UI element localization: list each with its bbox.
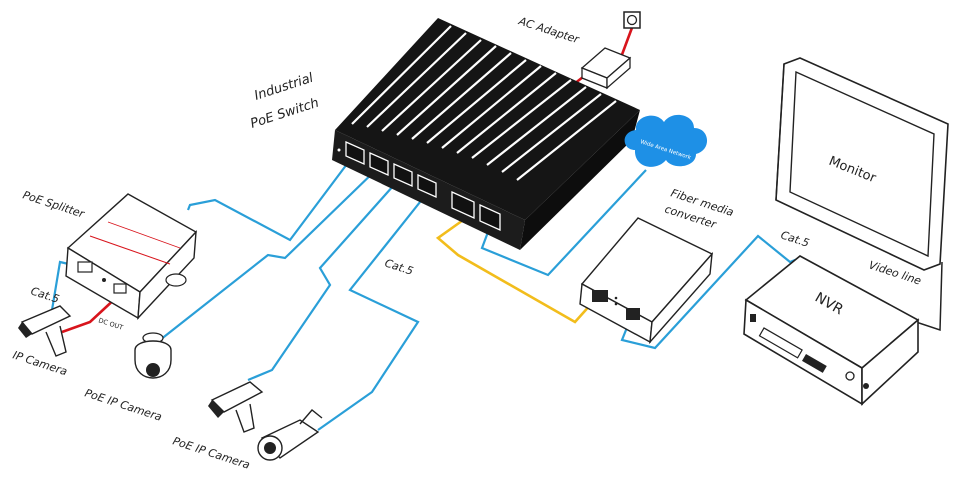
splitter-dc-port [113,283,127,294]
cat5-right-label: Cat.5 [779,228,811,249]
cables [50,24,943,431]
cat5-cable-dome-camera [159,165,381,341]
switch-port-3 [393,162,413,188]
wall-socket-icon [623,11,641,29]
poe-dome-camera-icon [134,332,172,379]
power-cable-dc-out [61,295,119,334]
cat5-cable-splitter [186,151,357,242]
switch-port-2 [369,151,389,177]
dc-out-label: DC OUT [97,316,124,331]
switch-port-6 [479,203,501,232]
fiber-cable [435,216,593,324]
cat5-cable-bullet-camera-1 [247,175,403,382]
cat5-mid-label: Cat.5 [383,256,415,277]
switch-port-4 [417,173,437,199]
ac-adapter-label: AC Adapter [516,14,582,46]
poe-ip-camera-1-label: PoE IP Camera [83,386,164,423]
switch-sfp-port [451,190,475,220]
switch-port-1 [345,140,365,166]
poe-bullet-camera-1-icon [208,381,264,433]
poe-ip-camera-2-label: PoE IP Camera [171,434,252,471]
industrial-poe-switch [332,18,640,250]
ip-camera-icon [18,305,72,357]
video-line-cable [909,261,943,332]
monitor-icon [775,57,949,271]
converter-fiber-port [592,290,608,302]
splitter-lan-port [77,261,93,273]
fiber-media-converter [579,217,714,345]
cat5-cable-bullet-camera-2 [317,191,429,431]
ac-adapter [580,47,632,90]
poe-splitter-label: PoE Splitter [21,188,87,221]
cat5-cable-wan [480,169,647,277]
poe-splitter [65,193,198,320]
wan-cloud-icon [624,114,708,167]
poe-bullet-camera-2-icon [257,409,323,461]
nvr-device [743,255,920,406]
converter-rj45-port [626,308,640,320]
